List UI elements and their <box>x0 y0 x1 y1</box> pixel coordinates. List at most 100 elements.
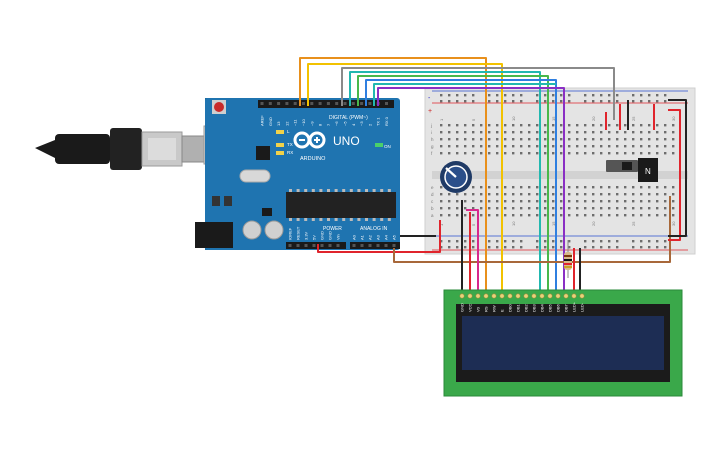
power-pin[interactable] <box>304 244 308 247</box>
breadboard-hole[interactable] <box>552 193 555 196</box>
rail-hole[interactable] <box>512 240 515 243</box>
breadboard-hole[interactable] <box>624 131 627 134</box>
breadboard-hole[interactable] <box>544 207 547 210</box>
breadboard-hole[interactable] <box>552 145 555 148</box>
rail-hole[interactable] <box>664 94 667 97</box>
breadboard-hole[interactable] <box>448 124 451 127</box>
rail-hole[interactable] <box>496 246 499 249</box>
breadboard-hole[interactable] <box>512 152 515 155</box>
breadboard-hole[interactable] <box>552 207 555 210</box>
breadboard-hole[interactable] <box>616 131 619 134</box>
breadboard-hole[interactable] <box>608 200 611 203</box>
breadboard-hole[interactable] <box>560 138 563 141</box>
breadboard-hole[interactable] <box>624 200 627 203</box>
breadboard-hole[interactable] <box>656 193 659 196</box>
breadboard-hole[interactable] <box>560 131 563 134</box>
lcd-pin[interactable] <box>555 293 561 299</box>
breadboard-hole[interactable] <box>544 200 547 203</box>
breadboard-hole[interactable] <box>496 207 499 210</box>
rail-hole[interactable] <box>448 246 451 249</box>
breadboard-hole[interactable] <box>496 186 499 189</box>
breadboard-hole[interactable] <box>496 124 499 127</box>
breadboard-hole[interactable] <box>584 152 587 155</box>
rail-hole[interactable] <box>592 94 595 97</box>
rail-hole[interactable] <box>504 246 507 249</box>
analog-pin[interactable] <box>360 244 364 247</box>
breadboard-hole[interactable] <box>448 152 451 155</box>
breadboard-hole[interactable] <box>480 145 483 148</box>
breadboard-hole[interactable] <box>472 214 475 217</box>
breadboard-hole[interactable] <box>592 193 595 196</box>
breadboard-hole[interactable] <box>648 214 651 217</box>
breadboard-hole[interactable] <box>584 124 587 127</box>
breadboard-hole[interactable] <box>536 152 539 155</box>
breadboard-hole[interactable] <box>592 186 595 189</box>
digital-pin[interactable] <box>285 102 289 105</box>
rail-hole[interactable] <box>552 94 555 97</box>
breadboard-hole[interactable] <box>600 193 603 196</box>
breadboard-hole[interactable] <box>616 186 619 189</box>
rail-hole[interactable] <box>440 94 443 97</box>
lcd-pin[interactable] <box>507 293 513 299</box>
breadboard-hole[interactable] <box>448 214 451 217</box>
breadboard-hole[interactable] <box>536 138 539 141</box>
rail-hole[interactable] <box>648 100 651 103</box>
breadboard-hole[interactable] <box>664 131 667 134</box>
breadboard-hole[interactable] <box>640 138 643 141</box>
rail-hole[interactable] <box>616 100 619 103</box>
rail-hole[interactable] <box>648 94 651 97</box>
breadboard-hole[interactable] <box>520 207 523 210</box>
digital-pin[interactable] <box>310 102 314 105</box>
breadboard-hole[interactable] <box>592 207 595 210</box>
breadboard-hole[interactable] <box>656 138 659 141</box>
lcd-pin[interactable] <box>499 293 505 299</box>
rail-hole[interactable] <box>648 240 651 243</box>
breadboard-hole[interactable] <box>648 124 651 127</box>
breadboard-hole[interactable] <box>560 207 563 210</box>
breadboard-hole[interactable] <box>648 207 651 210</box>
rail-hole[interactable] <box>456 246 459 249</box>
digital-pin[interactable] <box>335 102 339 105</box>
breadboard-hole[interactable] <box>616 207 619 210</box>
breadboard-hole[interactable] <box>616 214 619 217</box>
breadboard-hole[interactable] <box>584 145 587 148</box>
rail-hole[interactable] <box>536 246 539 249</box>
breadboard-hole[interactable] <box>520 152 523 155</box>
breadboard-hole[interactable] <box>584 214 587 217</box>
lcd-pin[interactable] <box>491 293 497 299</box>
breadboard-hole[interactable] <box>624 214 627 217</box>
rail-hole[interactable] <box>504 240 507 243</box>
breadboard-hole[interactable] <box>496 131 499 134</box>
breadboard-hole[interactable] <box>576 131 579 134</box>
breadboard-hole[interactable] <box>576 145 579 148</box>
rail-hole[interactable] <box>544 100 547 103</box>
rail-hole[interactable] <box>560 240 563 243</box>
breadboard-hole[interactable] <box>512 214 515 217</box>
rail-hole[interactable] <box>472 100 475 103</box>
breadboard-hole[interactable] <box>568 138 571 141</box>
rail-hole[interactable] <box>584 94 587 97</box>
rail-hole[interactable] <box>472 246 475 249</box>
breadboard-hole[interactable] <box>608 214 611 217</box>
breadboard-hole[interactable] <box>584 207 587 210</box>
breadboard-hole[interactable] <box>576 200 579 203</box>
breadboard-hole[interactable] <box>568 200 571 203</box>
breadboard-hole[interactable] <box>520 145 523 148</box>
rail-hole[interactable] <box>536 240 539 243</box>
breadboard-hole[interactable] <box>440 152 443 155</box>
rail-hole[interactable] <box>448 94 451 97</box>
breadboard-hole[interactable] <box>600 186 603 189</box>
breadboard-hole[interactable] <box>624 145 627 148</box>
breadboard-hole[interactable] <box>480 200 483 203</box>
breadboard-hole[interactable] <box>504 207 507 210</box>
slide-switch[interactable] <box>606 160 638 172</box>
breadboard-hole[interactable] <box>552 200 555 203</box>
rail-hole[interactable] <box>464 246 467 249</box>
breadboard-hole[interactable] <box>488 214 491 217</box>
rail-hole[interactable] <box>608 246 611 249</box>
lcd-pin[interactable] <box>523 293 529 299</box>
breadboard-hole[interactable] <box>664 193 667 196</box>
digital-pin[interactable] <box>326 102 330 105</box>
breadboard-hole[interactable] <box>640 152 643 155</box>
breadboard-hole[interactable] <box>504 124 507 127</box>
